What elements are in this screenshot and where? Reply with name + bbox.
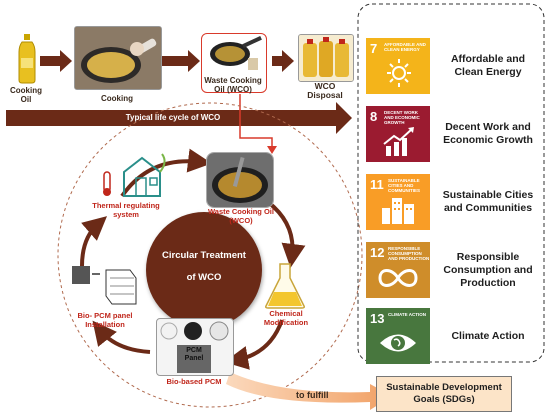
sdg-number: 7 [370, 41, 378, 56]
sdg-title-box: Sustainable Development Goals (SDGs) [376, 376, 512, 412]
sdg-tile-title: CLIMATE ACTION [388, 312, 426, 317]
flask-icon [262, 262, 308, 310]
cooking-oil-bottle-image [16, 32, 38, 84]
sdg-tile-title: RESPONSIBLE CONSUMPTION AND PRODUCTION [388, 246, 430, 261]
sun-icon [387, 59, 411, 87]
lifecycle-arrow-2 [162, 50, 200, 72]
label-wco: Waste Cooking Oil (WCO) [204, 76, 262, 94]
sdg-label-7: Affordable and Clean Energy [450, 53, 526, 78]
wco-connector-line [239, 94, 273, 148]
sdg-number: 8 [370, 109, 378, 124]
label-chemical-modification: Chemical Modification [263, 309, 309, 327]
sdg-label-12: Responsible Consumption and Production [443, 250, 533, 289]
cooking-pan-photo [74, 26, 162, 90]
sdg-number: 12 [370, 245, 385, 260]
sdg-tile-11: 11 SUSTAINABLE CITIES AND COMMUNITIES [366, 174, 430, 230]
sdg-tile-12: 12 RESPONSIBLE CONSUMPTION AND PRODUCTIO… [366, 242, 430, 298]
sdg-dashed-box [357, 3, 545, 363]
sdg-tile-title: SUSTAINABLE CITIES AND COMMUNITIES [388, 178, 420, 193]
cycle-arrow-install-to-thermal [80, 216, 108, 267]
sdg-tile-title: AFFORDABLE AND CLEAN ENERGY [384, 42, 426, 52]
infinity-loop-icon [378, 269, 418, 287]
lifecycle-arrow-3 [272, 50, 294, 72]
sdg-row-8: 8 DECENT WORK AND ECONOMIC GROWTH Decent… [366, 106, 536, 162]
sdg-number: 13 [370, 311, 385, 326]
center-title-line1: Circular Treatment [162, 250, 246, 261]
sdg-number: 11 [370, 177, 384, 192]
eye-globe-icon [380, 334, 416, 352]
lifecycle-arrow-1 [40, 50, 72, 72]
to-fulfill-text: to fulfill [296, 390, 329, 400]
pcm-panel-installation-icon [70, 264, 140, 310]
label-panel-installation: Bio- PCM panel Installation [77, 311, 133, 329]
fulfill-arrow [226, 372, 392, 410]
bio-pcm-photo-collage: PCM Panel [156, 318, 234, 376]
lifecycle-banner-text: Typical life cycle of WCO [125, 113, 221, 122]
label-cooking-oil: Cooking Oil [10, 86, 42, 104]
pcm-panel-label: PCM Panel [184, 347, 204, 362]
sdg-row-13: 13 CLIMATE ACTION Climate Action [366, 308, 536, 364]
growth-chart-icon [383, 127, 414, 156]
wco-pan-photo [206, 152, 274, 208]
cycle-arrow-chem-to-pcm [224, 319, 284, 370]
sdg-label-13: Climate Action [451, 329, 525, 342]
sdg-title-text: Sustainable Development Goals (SDGs) [386, 382, 502, 405]
thermal-regulating-house-icon [96, 152, 170, 198]
sdg-row-11: 11 SUSTAINABLE CITIES AND COMMUNITIES Su… [366, 174, 536, 230]
sdg-tile-8: 8 DECENT WORK AND ECONOMIC GROWTH [366, 106, 430, 162]
label-circle-wco: Waste Cooking Oil (WCO) [208, 207, 274, 225]
center-title-line2: of WCO [186, 272, 222, 283]
sdg-row-7: 7 AFFORDABLE AND CLEAN ENERGY Affordable… [366, 38, 536, 94]
wco-disposal-bottles-photo [298, 34, 354, 82]
cycle-arrow-wco-to-chem [266, 200, 306, 268]
label-wco-disposal: WCO Disposal [307, 81, 343, 100]
label-thermal-regulating: Thermal regulating system [92, 201, 160, 219]
circular-treatment-ring [57, 102, 363, 408]
cycle-arrow-pcm-to-install [92, 320, 151, 354]
wco-photo-frame [201, 33, 267, 93]
sdg-tile-13: 13 CLIMATE ACTION [366, 308, 430, 364]
sdg-label-11: Sustainable Cities and Communities [442, 189, 534, 214]
label-bio-based-pcm: Bio-based PCM [166, 377, 222, 386]
lifecycle-banner-arrow [6, 102, 352, 134]
sdg-label-8: Decent Work and Economic Growth [443, 121, 533, 146]
city-buildings-icon [382, 198, 414, 224]
circular-treatment-center: Circular Treatment of WCO [146, 212, 262, 328]
label-cooking: Cooking [101, 94, 133, 103]
sdg-tile-7: 7 AFFORDABLE AND CLEAN ENERGY [366, 38, 430, 94]
sdg-row-12: 12 RESPONSIBLE CONSUMPTION AND PRODUCTIO… [366, 242, 536, 298]
sdg-tile-title: DECENT WORK AND ECONOMIC GROWTH [384, 110, 420, 125]
